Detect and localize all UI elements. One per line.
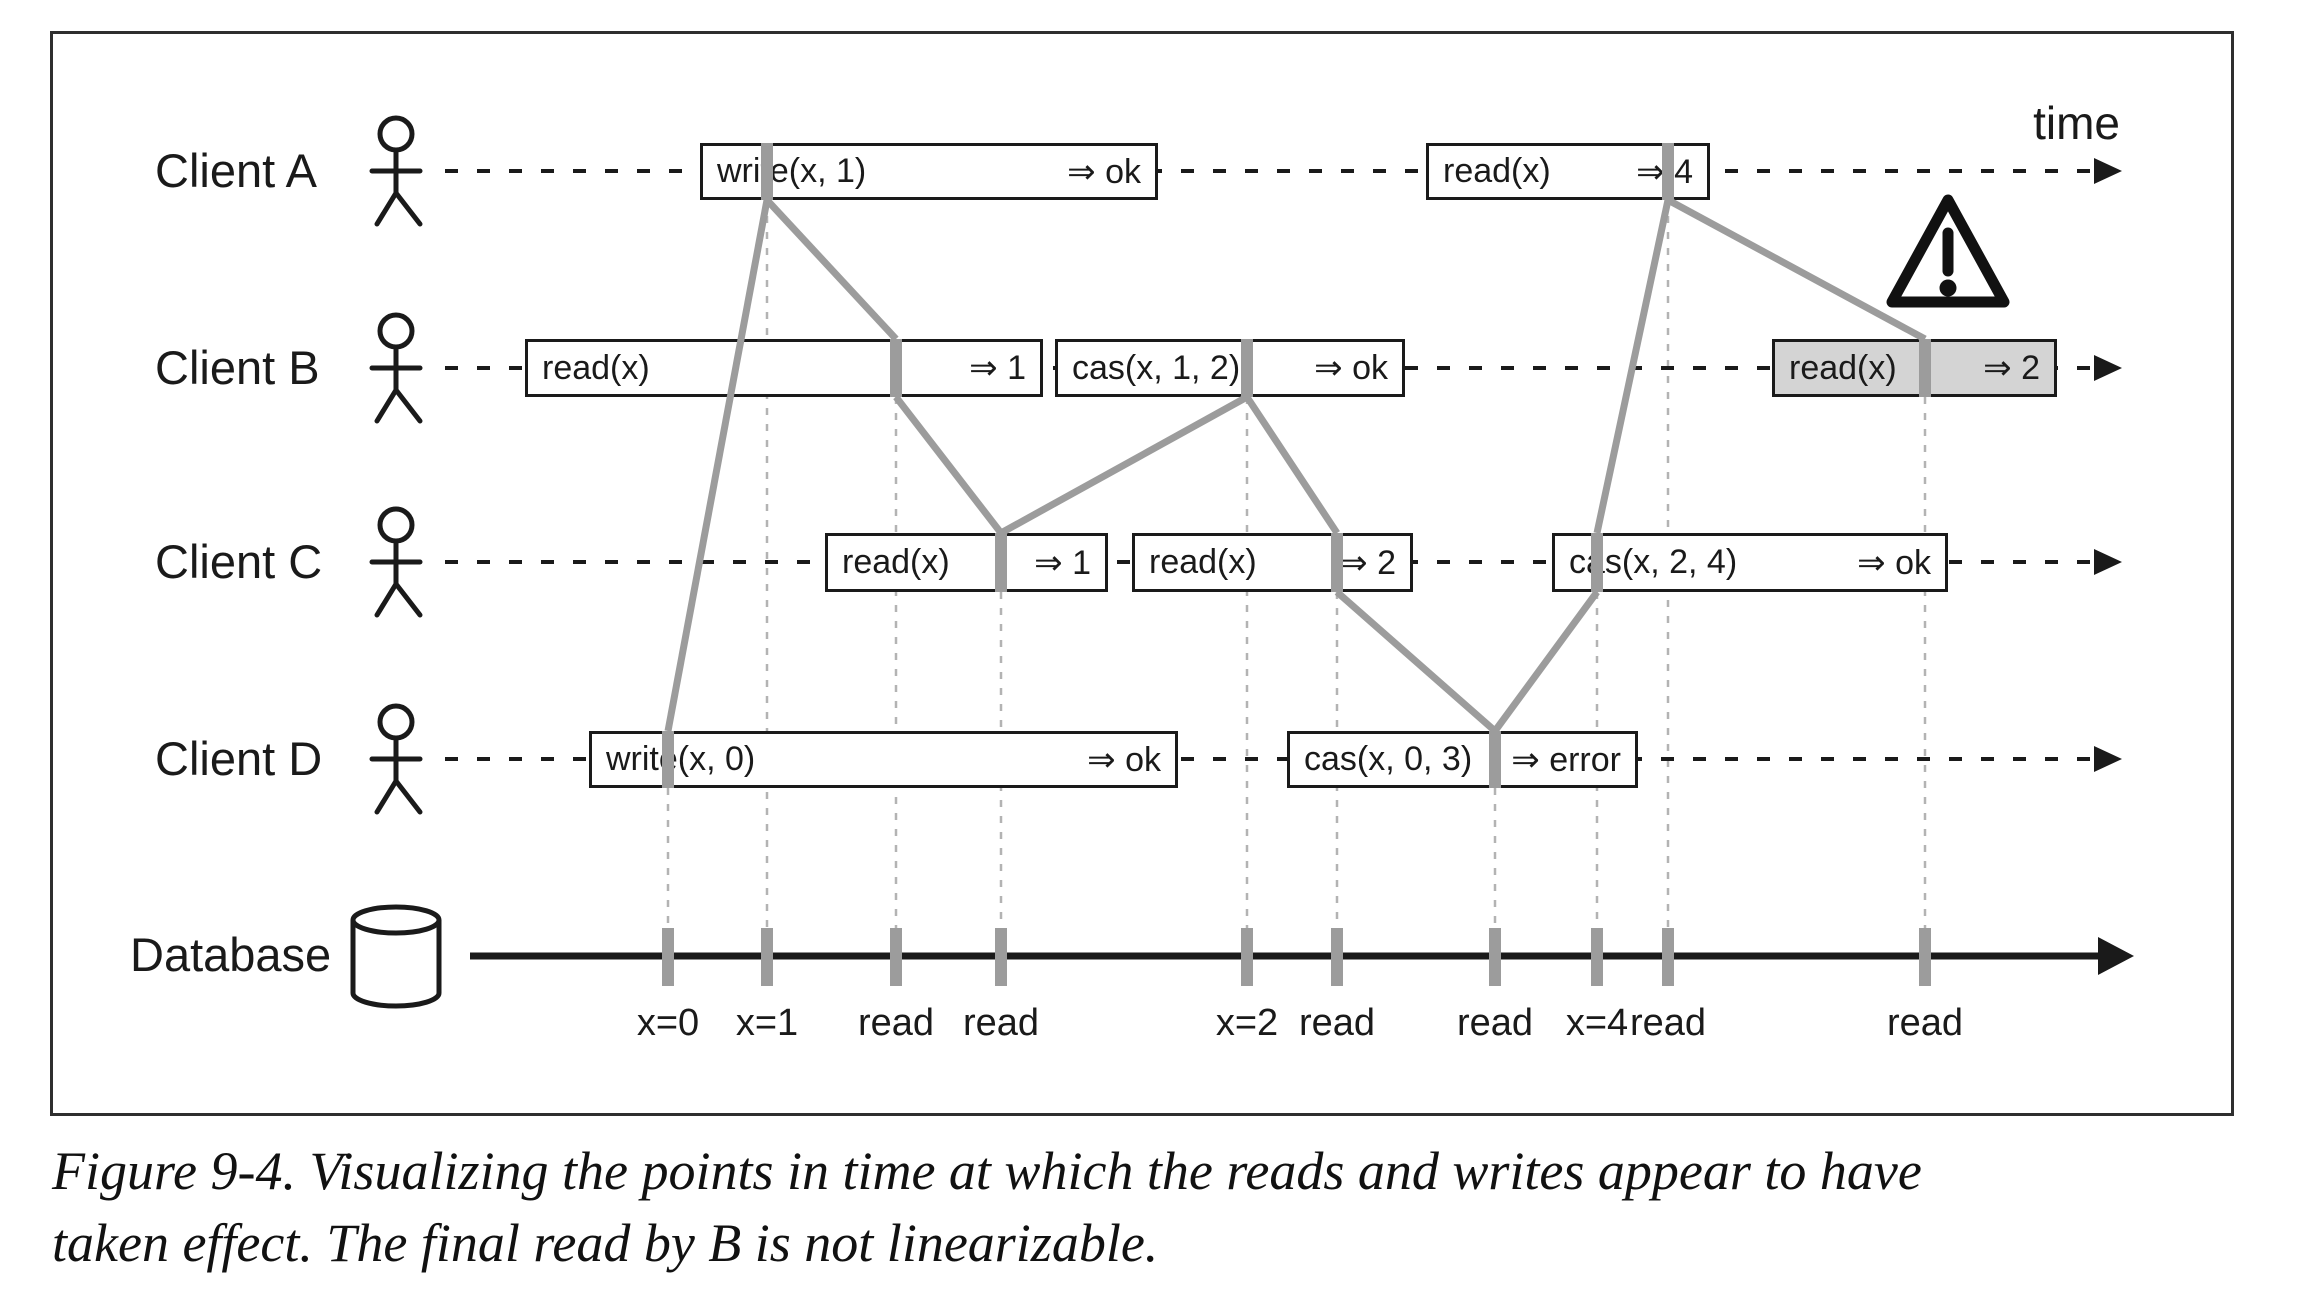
op-label: read(x) — [1149, 543, 1257, 581]
op-result: ⇒ ok — [1857, 543, 1931, 582]
db-tick-label: read — [857, 1002, 935, 1044]
op-box-read-2-c: read(x) ⇒ 2 — [1132, 533, 1413, 592]
figure-caption-line-1: Figure 9-4. Visualizing the points in ti… — [52, 1141, 1922, 1201]
time-axis-label: time — [2033, 97, 2120, 149]
db-tick-label: x=2 — [1215, 1002, 1279, 1044]
op-label: cas(x, 1, 2) — [1072, 348, 1241, 387]
op-label: read(x) — [542, 348, 650, 387]
op-label: write(x, 1) — [717, 152, 867, 190]
execution-tick — [1241, 339, 1253, 397]
figure-caption-line-2: taken effect. The final read by B is not… — [52, 1213, 1159, 1273]
execution-tick — [1919, 339, 1931, 397]
op-result: ⇒ ok — [1087, 740, 1161, 779]
execution-tick — [662, 731, 674, 788]
execution-tick — [1489, 731, 1501, 788]
db-tick-label: x=0 — [636, 1002, 700, 1044]
db-tick-label: read — [1298, 1002, 1376, 1044]
diagram-border — [50, 31, 2234, 1116]
op-box-read-1-c: read(x) ⇒ 1 — [825, 533, 1108, 592]
db-tick-label: read — [1886, 1002, 1964, 1044]
op-box-write-x0: write(x, 0) ⇒ ok — [589, 731, 1178, 788]
execution-tick — [890, 339, 902, 397]
op-box-cas-x03: cas(x, 0, 3) ⇒ error — [1287, 731, 1638, 788]
client-c-label: Client C — [155, 535, 323, 588]
op-box-cas-x24: cas(x, 2, 4) ⇒ ok — [1552, 533, 1948, 592]
op-result: ⇒ ok — [1314, 349, 1388, 387]
op-result: ⇒ ok — [1067, 152, 1141, 191]
op-result: ⇒ 2 — [1339, 543, 1396, 582]
op-result: ⇒ 1 — [1034, 543, 1091, 582]
execution-tick — [1591, 533, 1603, 592]
op-label: cas(x, 0, 3) — [1304, 740, 1473, 778]
db-tick-label: read — [1456, 1002, 1534, 1044]
client-a-label: Client A — [155, 144, 317, 197]
client-d-label: Client D — [155, 732, 323, 785]
op-label: write(x, 0) — [606, 740, 756, 778]
db-tick-label: x=1 — [735, 1002, 799, 1044]
execution-tick — [761, 143, 773, 200]
db-tick-label: read — [1629, 1002, 1707, 1044]
execution-tick — [1662, 143, 1674, 200]
op-box-cas-x12: cas(x, 1, 2) ⇒ ok — [1055, 339, 1405, 397]
db-tick-label: x=4 — [1565, 1002, 1629, 1044]
database-label: Database — [130, 928, 332, 981]
db-tick-label: read — [962, 1002, 1040, 1044]
op-label: read(x) — [1443, 152, 1551, 190]
op-label: read(x) — [842, 543, 950, 581]
client-b-label: Client B — [155, 341, 320, 394]
op-box-read-1-b: read(x) ⇒ 1 — [525, 339, 1043, 397]
op-box-read-2-b-final: read(x) ⇒ 2 — [1772, 339, 2057, 397]
execution-tick — [995, 533, 1007, 592]
op-result: ⇒ 1 — [969, 349, 1026, 387]
execution-tick — [1331, 533, 1343, 592]
op-label: read(x) — [1789, 348, 1897, 387]
op-result: ⇒ error — [1511, 740, 1621, 779]
op-result: ⇒ 2 — [1983, 349, 2040, 387]
